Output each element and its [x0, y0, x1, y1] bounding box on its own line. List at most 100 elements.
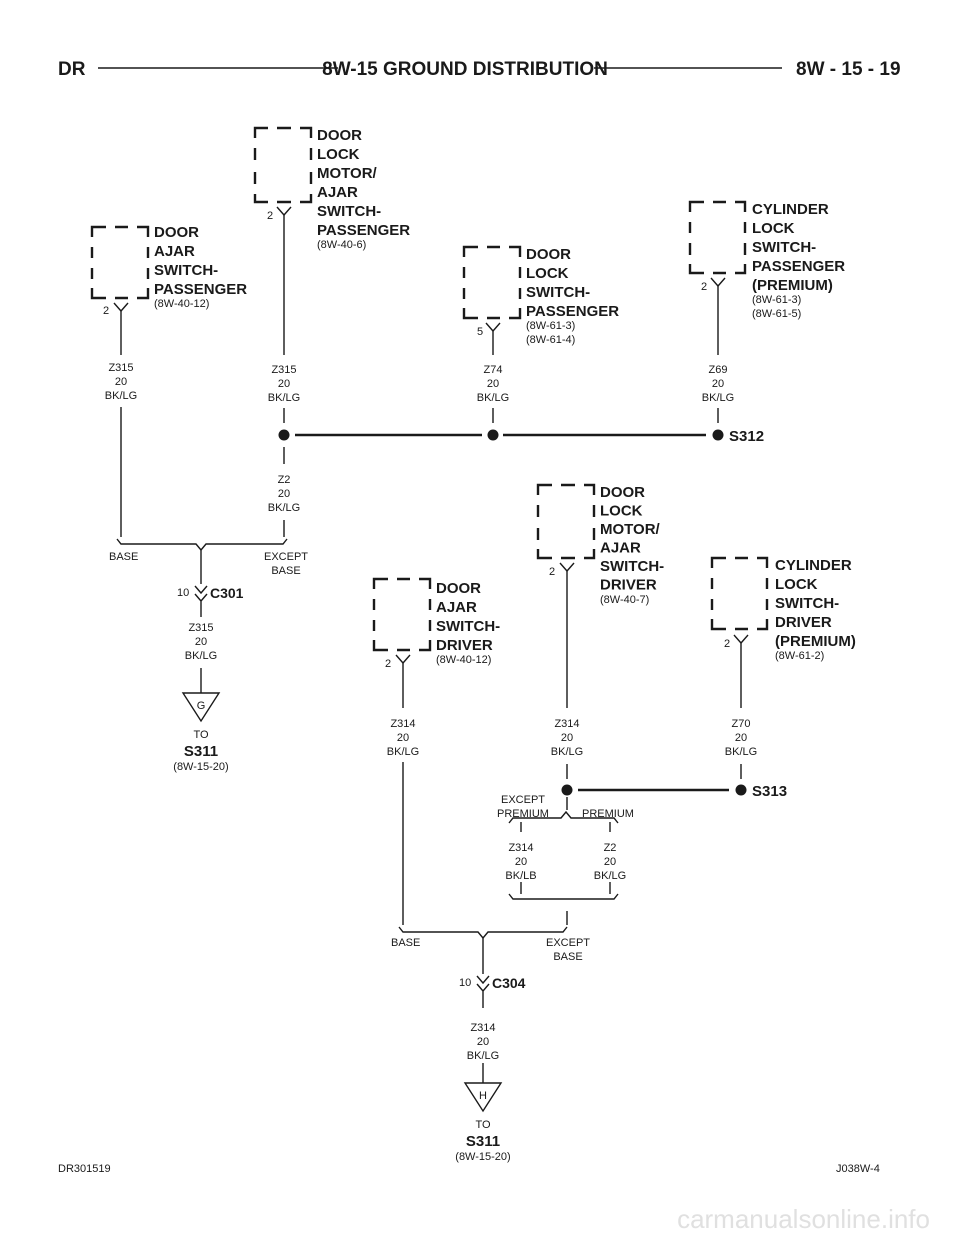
splice-label: S313 [752, 783, 787, 800]
label-line: DOOR [600, 484, 645, 501]
label-line: DRIVER [600, 577, 657, 594]
component-box-door-ajar-switch-driver [372, 577, 432, 652]
splice-label: S312 [729, 428, 764, 445]
footer-left: DR301519 [58, 1163, 111, 1175]
connector-label: C301 [210, 585, 244, 601]
terminal-fork [559, 562, 575, 573]
terminal-fork [733, 634, 749, 645]
splice-s313: S313 [561, 783, 787, 800]
option-brackets [116, 538, 619, 940]
connector-label: C304 [492, 975, 526, 991]
reference-page: (8W-61-4) [526, 334, 575, 346]
footer-right: J038W-4 [836, 1163, 880, 1175]
pin-number: 5 [477, 326, 483, 338]
label-line: DOOR [154, 224, 199, 241]
splice-dot [487, 429, 499, 441]
ground-reference: (8W-15-20) [455, 1151, 510, 1163]
connector-pin: 10 [177, 587, 189, 599]
reference-page: (8W-61-3) [526, 320, 575, 332]
header-left: DR [58, 59, 86, 80]
label-line: SWITCH- [600, 558, 664, 575]
connector-c301: 10 C301 [177, 550, 244, 609]
ground-to: TO [193, 729, 209, 741]
page-footer: DR301519 J038W-4 carmanualsonline.info [58, 1163, 930, 1234]
wire-runs [120, 215, 742, 1074]
reference-page: (8W-40-12) [436, 654, 491, 666]
label-line: SWITCH- [775, 595, 839, 612]
component-label-door-ajar-switch-passenger: DOOR AJAR SWITCH- PASSENGER (8W-40-12) [154, 224, 247, 310]
label-line: DRIVER [775, 614, 832, 631]
label-line: PASSENGER [317, 222, 410, 239]
terminal-fork [113, 302, 129, 313]
header-page-number: 8W - 15 - 19 [796, 59, 901, 80]
terminal-fork [485, 322, 501, 333]
label-line: SWITCH- [752, 239, 816, 256]
label-line: LOCK [752, 220, 795, 237]
component-box-door-lock-motor-ajar-switch-driver [536, 483, 596, 560]
component-box-door-ajar-switch-passenger [90, 225, 150, 300]
ground-destination: S311 [466, 1133, 500, 1150]
component-box-door-lock-motor-ajar-switch-passenger [253, 126, 313, 204]
pin-number: 2 [385, 658, 391, 670]
label-line: DOOR [317, 127, 362, 144]
ground-reference: (8W-15-20) [173, 761, 228, 773]
label-line: AJAR [317, 184, 358, 201]
component-box-door-lock-switch-passenger [462, 245, 522, 320]
label-line: AJAR [154, 243, 195, 260]
watermark: carmanualsonline.info [677, 1204, 930, 1234]
label-line: (PREMIUM) [752, 277, 833, 294]
label-line: (PREMIUM) [775, 633, 856, 650]
header-title: 8W-15 GROUND DISTRIBUTION [322, 59, 608, 80]
label-line: LOCK [600, 503, 643, 520]
component-box-cylinder-lock-switch-passenger [688, 200, 747, 275]
pin-number: 2 [724, 638, 730, 650]
label-line: LOCK [526, 265, 569, 282]
ground-destination: S311 [184, 743, 218, 760]
ground-g: G TO S311 (8W-15-20) [173, 680, 229, 773]
reference-page: (8W-40-7) [600, 594, 649, 606]
reference-page: (8W-40-12) [154, 298, 209, 310]
ground-to: TO [475, 1119, 491, 1131]
label-line: PASSENGER [752, 258, 845, 275]
connector-pin: 10 [459, 977, 471, 989]
reference-page: (8W-61-2) [775, 650, 824, 662]
component-box-cylinder-lock-switch-driver [710, 556, 769, 631]
label-line: PASSENGER [154, 281, 247, 298]
pin-number: 2 [701, 281, 707, 293]
terminal-fork [276, 206, 292, 217]
label-line: CYLINDER [775, 557, 852, 574]
label-line: SWITCH- [526, 284, 590, 301]
reference-page: (8W-40-6) [317, 239, 366, 251]
page-header: DR 8W-15 GROUND DISTRIBUTION 8W - 15 - 1… [58, 59, 901, 80]
option-label: BASE [391, 937, 420, 949]
label-line: SWITCH- [436, 618, 500, 635]
pin-number: 2 [103, 305, 109, 317]
ground-h: H TO S311 (8W-15-20) [455, 1074, 511, 1163]
option-label: PREMIUM [582, 808, 634, 820]
splice-dot [561, 784, 573, 796]
label-line: SWITCH- [154, 262, 218, 279]
label-line: DOOR [436, 580, 481, 597]
